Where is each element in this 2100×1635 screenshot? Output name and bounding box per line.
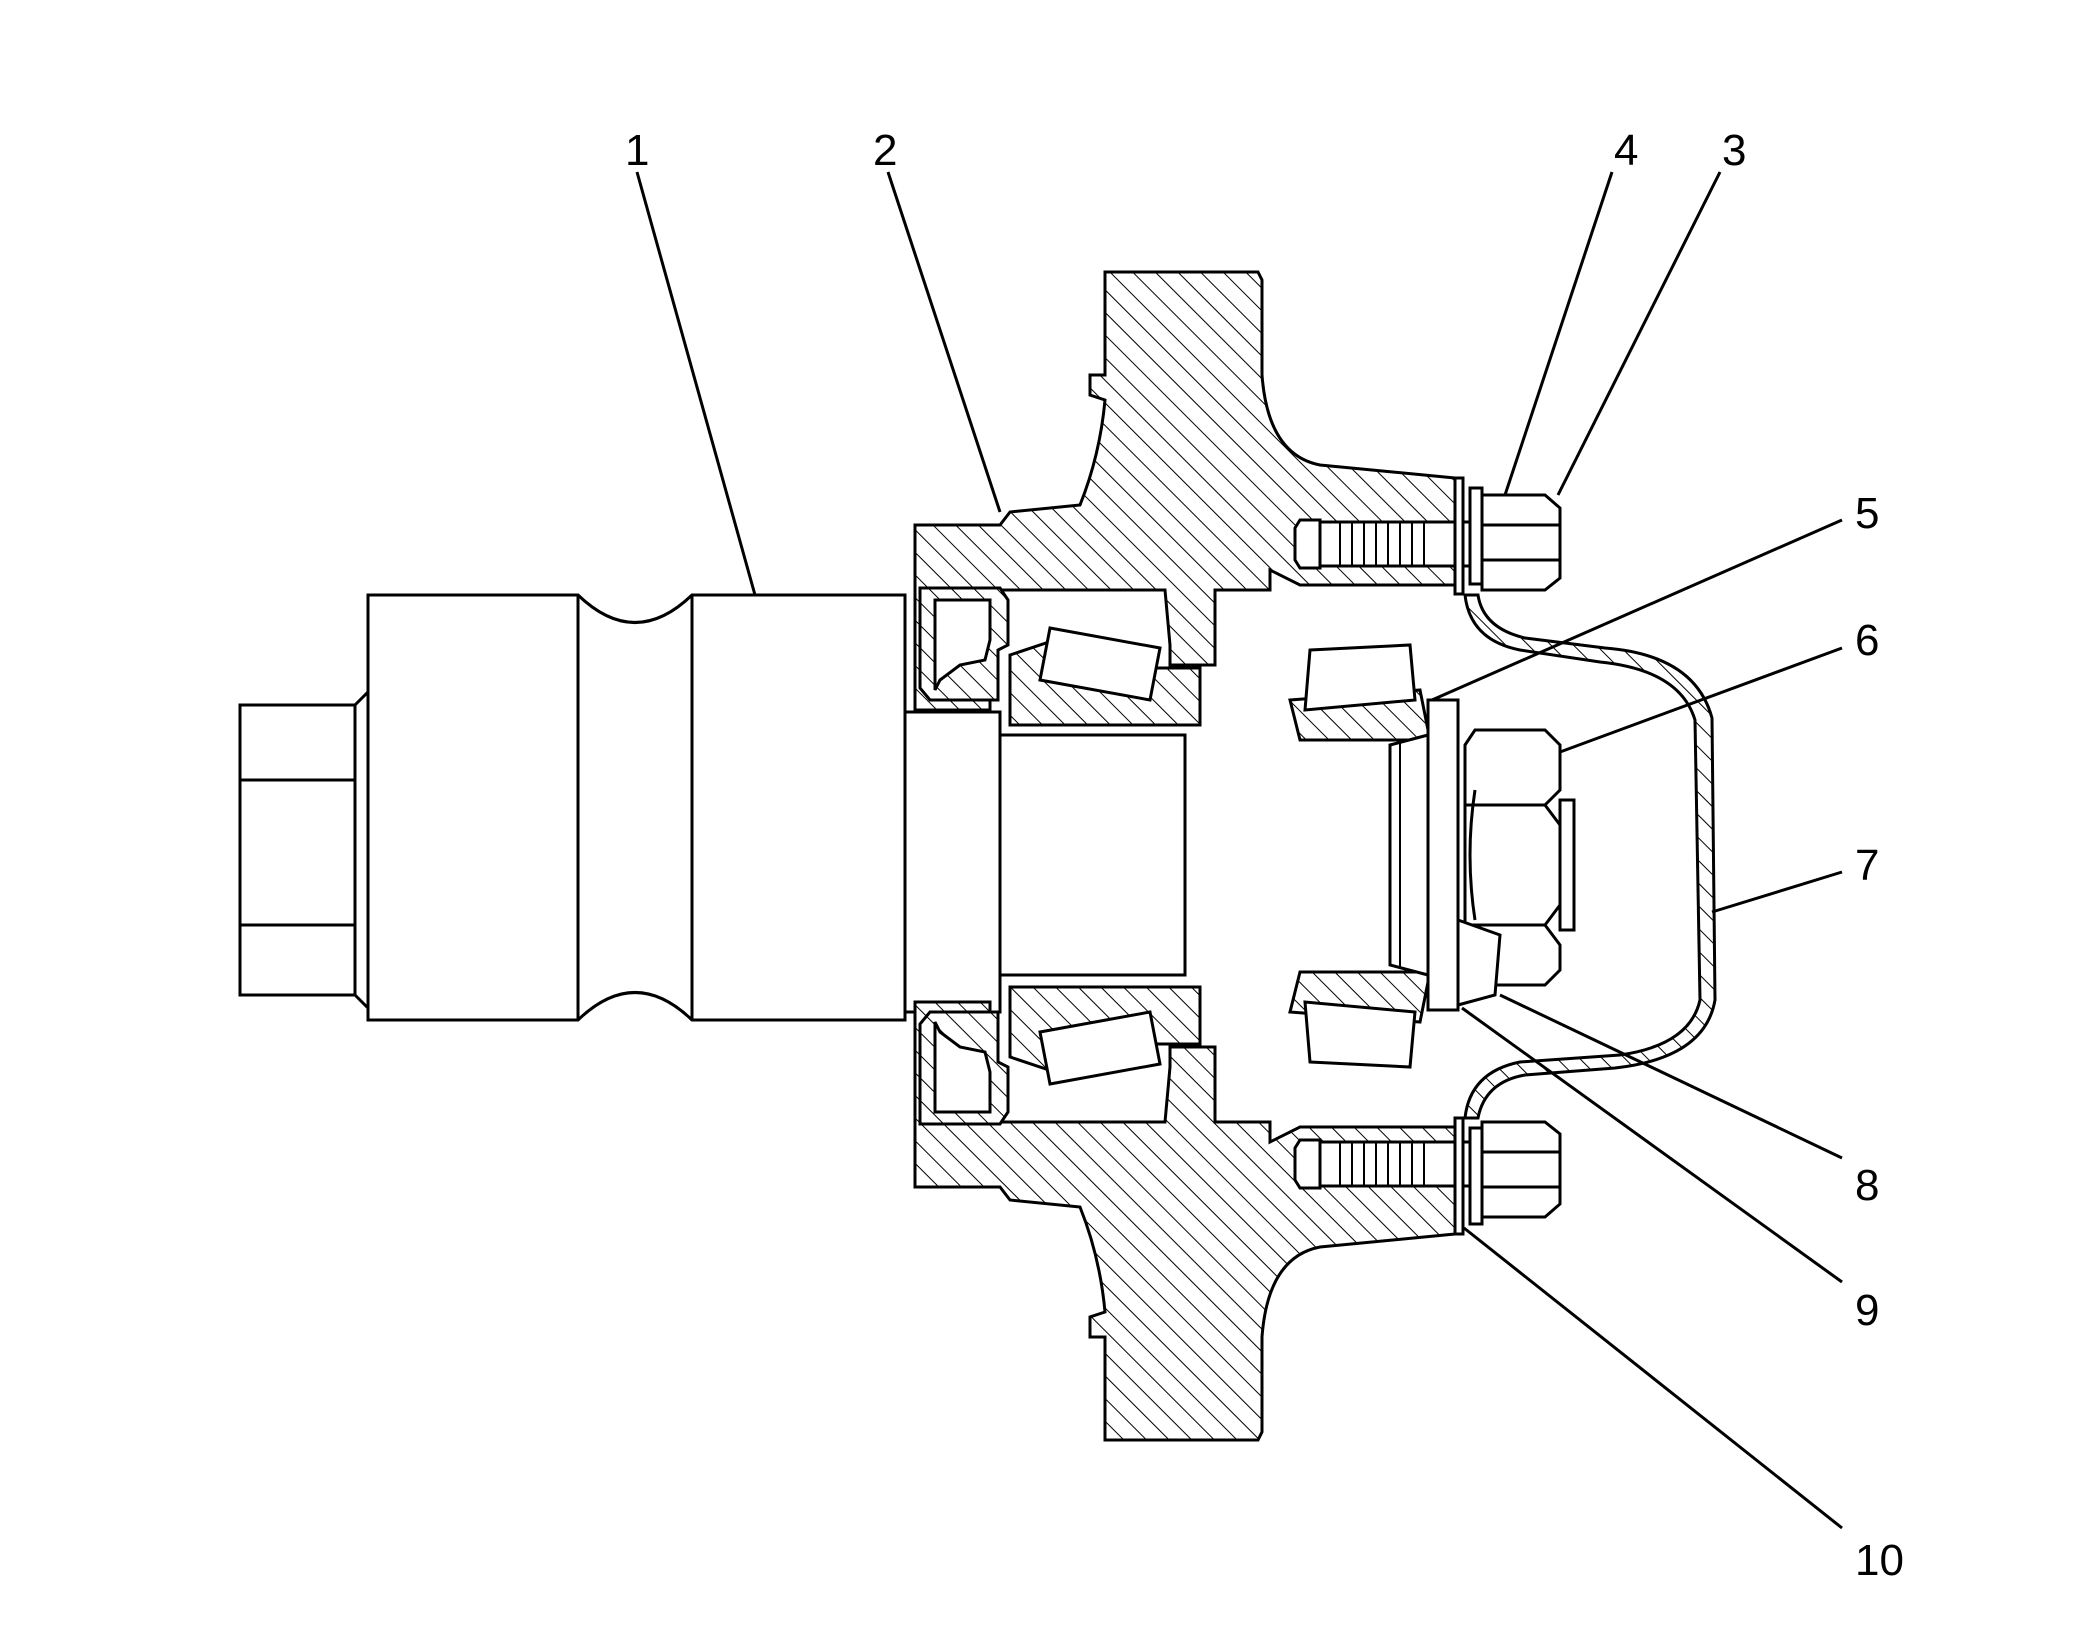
- inner-bearing: [1008, 626, 1202, 1086]
- hub-cap: [1463, 593, 1717, 1120]
- gaskets: [1453, 476, 1465, 1236]
- callout-4: 4: [1614, 126, 1638, 175]
- bolt-heads: [1480, 493, 1562, 1219]
- grease-seal: [918, 586, 1010, 1126]
- spindle-shaft: [238, 593, 1187, 1022]
- callout-9: 9: [1855, 1286, 1879, 1335]
- outer-bearing: [1288, 643, 1432, 1069]
- callout-1: 1: [625, 126, 649, 175]
- callout-3: 3: [1722, 126, 1746, 175]
- leader-lines: [635, 171, 1843, 1530]
- washers: [1468, 486, 1484, 1226]
- locking-tab: [1456, 917, 1502, 1007]
- callout-5: 5: [1855, 489, 1879, 538]
- callout-6: 6: [1855, 616, 1879, 665]
- callout-10: 10: [1855, 1536, 1904, 1585]
- hub-body: [913, 270, 1457, 1442]
- callout-numbers: 1 2 3 4 5 6 7 8 9 10: [625, 126, 1904, 1585]
- retainer-plate: [1388, 698, 1460, 1012]
- callout-2: 2: [873, 126, 897, 175]
- callout-7: 7: [1855, 841, 1879, 890]
- callout-8: 8: [1855, 1161, 1879, 1210]
